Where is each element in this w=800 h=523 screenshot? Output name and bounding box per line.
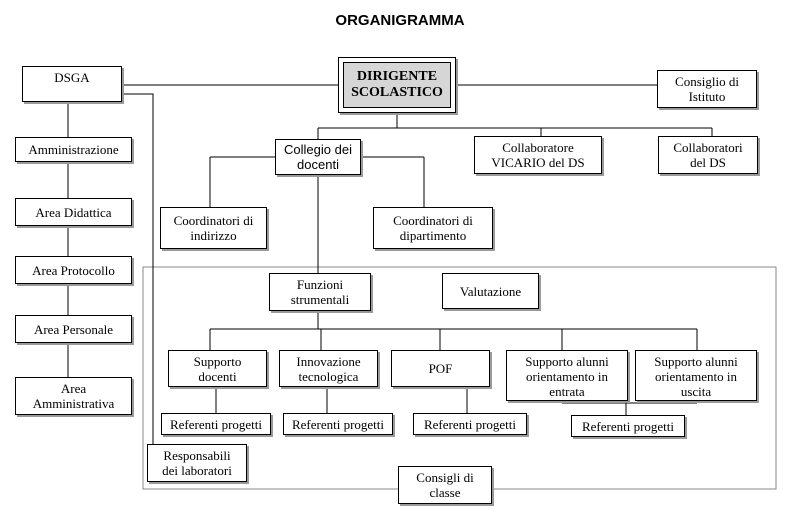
node-label: Coordinatori di dipartimento	[393, 213, 473, 243]
node-funzioni-strumentali: Funzioni strumentali	[269, 273, 371, 311]
node-label: Supporto alunni orientamento in entrata	[525, 354, 609, 399]
node-label: Supporto alunni orientamento in uscita	[654, 354, 738, 399]
node-label: Consigli di classe	[416, 470, 474, 500]
node-label: Coordinatori di indirizzo	[173, 213, 254, 243]
node-referenti-progetti-2: Referenti progetti	[283, 413, 393, 435]
node-label: Referenti progetti	[581, 418, 675, 434]
node-innovazione-tecnologica: Innovazione tecnologica	[279, 350, 378, 387]
node-referenti-progetti-3: Referenti progetti	[413, 413, 527, 435]
chart-title: ORGANIGRAMMA	[335, 12, 465, 29]
node-label: Funzioni strumentali	[290, 277, 350, 307]
node-supporto-docenti: Supporto docenti	[168, 350, 267, 387]
node-referenti-progetti-1: Referenti progetti	[161, 413, 271, 435]
node-area-personale: Area Personale	[15, 315, 132, 343]
node-area-protocollo: Area Protocollo	[15, 256, 132, 284]
node-label: Consiglio di Istituto	[675, 74, 739, 104]
node-consiglio-istituto: Consiglio di Istituto	[657, 70, 757, 108]
node-pof: POF	[391, 350, 490, 387]
node-responsabili-laboratori: Responsabili dei laboratori	[147, 444, 247, 482]
node-coordinatori-indirizzo: Coordinatori di indirizzo	[160, 207, 267, 249]
node-label: DSGA	[54, 70, 90, 85]
node-area-didattica: Area Didattica	[15, 198, 132, 226]
node-valutazione: Valutazione	[442, 273, 539, 309]
node-collegio-docenti: Collegio dei docenti	[275, 139, 361, 175]
node-supporto-uscita: Supporto alunni orientamento in uscita	[635, 350, 757, 401]
node-dirigente-frame: DIRIGENTE SCOLASTICO	[338, 57, 456, 113]
node-referenti-progetti-4: Referenti progetti	[571, 415, 685, 437]
node-label: Collegio dei docenti	[284, 142, 352, 172]
node-label: Referenti progetti	[291, 416, 385, 432]
node-coordinatori-dipartimento: Coordinatori di dipartimento	[373, 207, 493, 249]
node-label: Amministrazione	[28, 142, 119, 157]
line-dsga-laboratori	[122, 93, 154, 444]
node-area-amministrativa: Area Amministrativa	[15, 377, 132, 415]
node-label: Valutazione	[459, 283, 522, 299]
node-label: Area Didattica	[35, 204, 112, 220]
node-dirigente: DIRIGENTE SCOLASTICO	[343, 62, 451, 108]
node-consigli-classe: Consigli di classe	[398, 466, 492, 504]
node-dsga: DSGA	[22, 66, 122, 102]
node-label: Referenti progetti	[169, 416, 263, 432]
node-label: Area Personale	[33, 321, 114, 337]
node-label: Innovazione tecnologica	[296, 353, 361, 384]
node-label: Responsabili dei laboratori	[162, 448, 232, 478]
node-label: Collaboratori del DS	[673, 140, 743, 170]
node-label: Collaboratore VICARIO del DS	[491, 140, 585, 170]
node-label: DIRIGENTE SCOLASTICO	[351, 69, 443, 100]
node-label: POF	[428, 361, 453, 376]
node-label: Area Amministrativa	[32, 381, 115, 411]
node-amministrazione: Amministrazione	[15, 137, 132, 162]
node-label: Referenti progetti	[423, 416, 517, 432]
node-supporto-entrata: Supporto alunni orientamento in entrata	[506, 350, 628, 401]
node-collaboratori-ds: Collaboratori del DS	[658, 136, 758, 174]
node-label: Supporto docenti	[193, 353, 242, 384]
node-label: Area Protocollo	[32, 262, 115, 278]
node-collaboratore-vicario: Collaboratore VICARIO del DS	[474, 136, 602, 174]
